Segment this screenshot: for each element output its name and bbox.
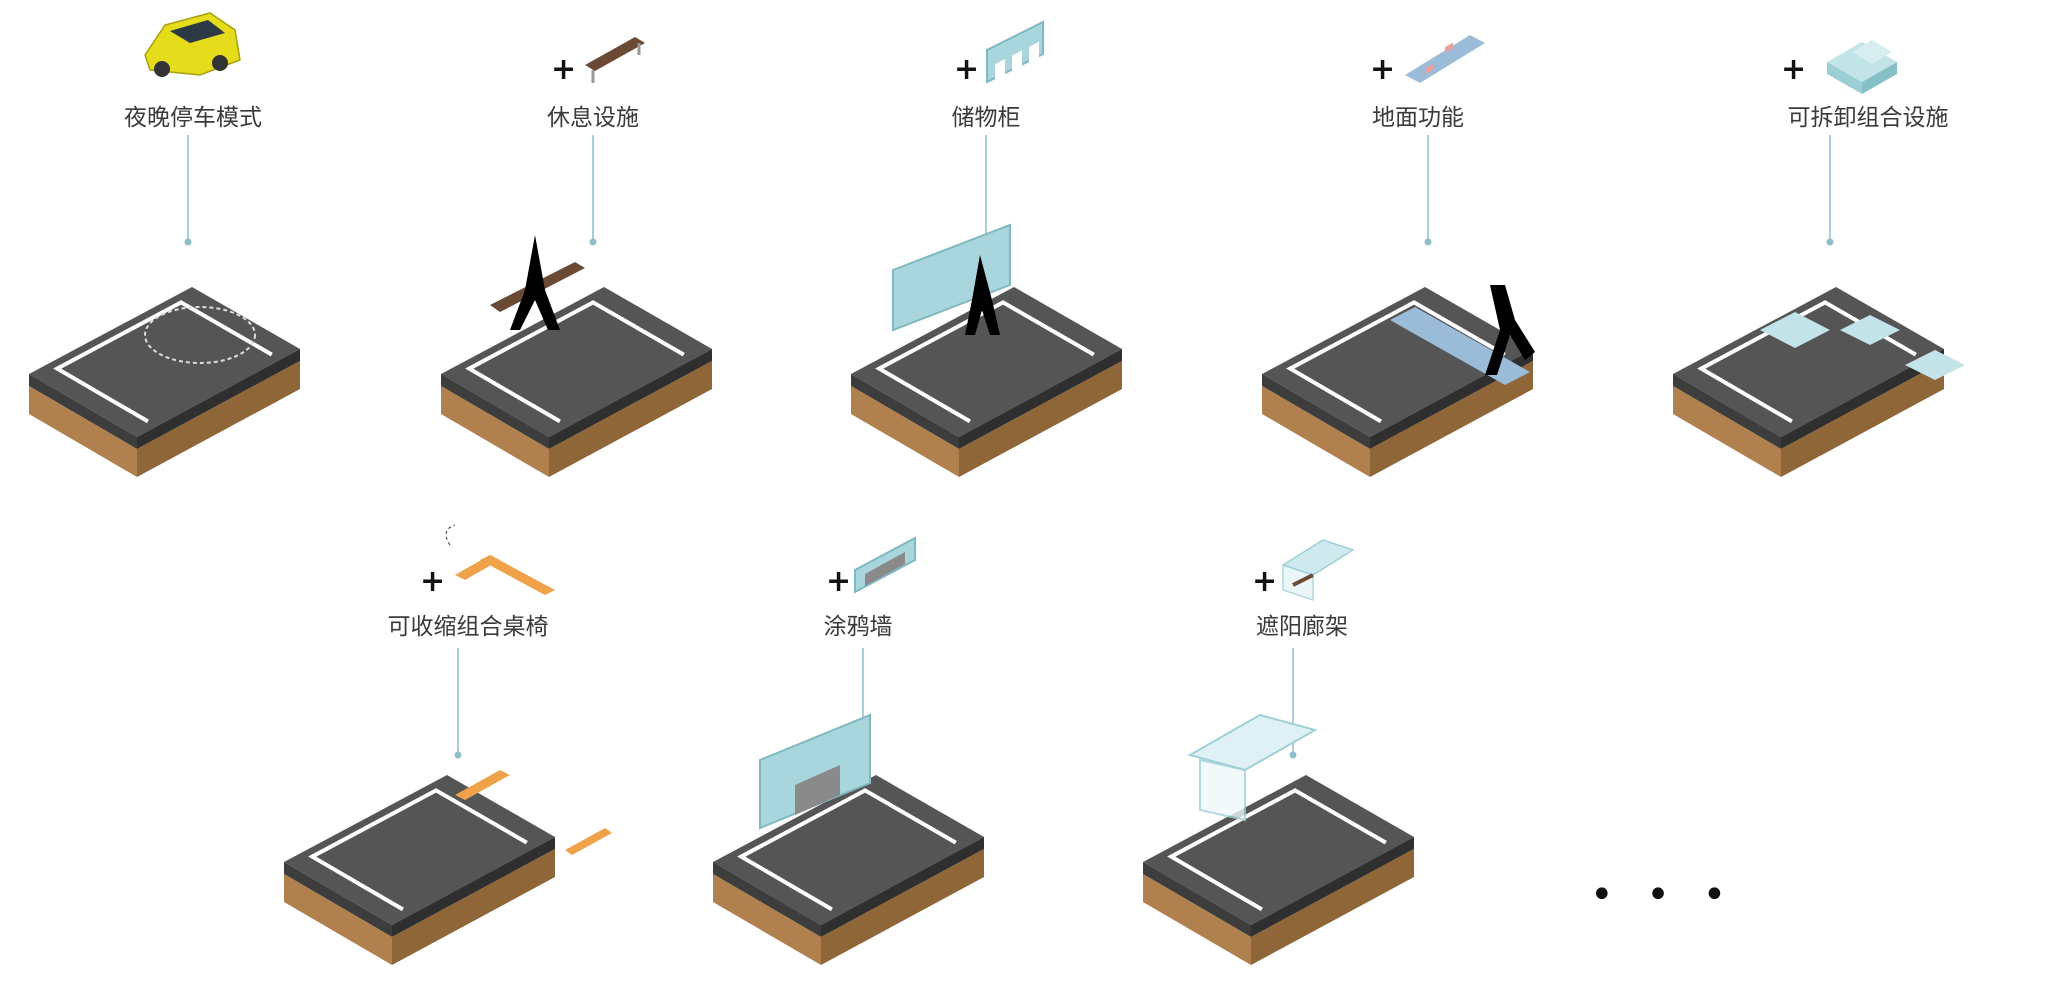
parking-platform (1262, 287, 1533, 477)
platform-side-left (441, 374, 549, 449)
person-silhouette (965, 255, 1000, 335)
platform-side-left (284, 862, 392, 937)
soil-left (284, 874, 392, 965)
parking-platform (284, 775, 555, 965)
soil-left (29, 386, 137, 477)
pavilion-wall (1199, 758, 1246, 822)
storage-cabinet (892, 223, 1011, 332)
platform-side-left (1143, 862, 1251, 937)
platform-side-left (713, 862, 821, 937)
platform-side-right (392, 837, 555, 937)
soil-right (392, 849, 555, 965)
platform-top (441, 287, 712, 437)
soil-left (441, 386, 549, 477)
soil-left (1673, 386, 1781, 477)
leader-dot (1424, 238, 1432, 246)
soil-right (137, 361, 300, 477)
leader-dot (454, 751, 462, 759)
folding-table (455, 770, 510, 800)
parking-lines (1286, 300, 1506, 424)
folding-bench (565, 828, 612, 855)
parking-platform (29, 287, 300, 477)
parking-lines (308, 788, 528, 912)
person-silhouette (510, 235, 560, 330)
leader-dot (589, 238, 597, 246)
graffiti-wall (759, 713, 871, 830)
parking-lines (465, 300, 685, 424)
platform-side-right (137, 349, 300, 449)
graffiti-panel (795, 765, 840, 815)
platform-top (1262, 287, 1533, 437)
soil-left (1143, 874, 1251, 965)
parking-platform (1143, 775, 1414, 965)
platform-top (1143, 775, 1414, 925)
platform-side-right (959, 349, 1122, 449)
car-outline (144, 306, 256, 364)
person-silhouette (1485, 285, 1535, 375)
soil-right (549, 361, 712, 477)
car-icon (144, 12, 241, 77)
soil-right (1781, 361, 1944, 477)
leader-dot (1289, 751, 1297, 759)
soil-right (821, 849, 984, 965)
platform-side-right (1781, 349, 1944, 449)
parking-platform (851, 287, 1122, 477)
soil-right (959, 361, 1122, 477)
label-night-parking: 夜晚停车模式 (124, 105, 262, 131)
platform-side-right (821, 837, 984, 937)
parking-lines (1167, 788, 1387, 912)
parking-platform (1673, 287, 1944, 477)
soil-left (851, 386, 959, 477)
platform-accessories (144, 223, 1965, 855)
soil-right (1251, 849, 1414, 965)
leader-dot (1826, 238, 1834, 246)
soil-left (713, 874, 821, 965)
platform-side-right (1251, 837, 1414, 937)
soil-left (1262, 386, 1370, 477)
seat-block (1840, 315, 1900, 345)
platform-side-left (1262, 374, 1370, 449)
parking-lines (875, 300, 1095, 424)
parking-lines (53, 300, 273, 424)
platform-side-left (851, 374, 959, 449)
parking-platform (441, 287, 712, 477)
platform-top (713, 775, 984, 925)
platform-side-left (1673, 374, 1781, 449)
leader-dot (184, 238, 192, 246)
platform-side-right (549, 349, 712, 449)
platform-top (29, 287, 300, 437)
parking-platform (713, 775, 984, 965)
platform-top (851, 287, 1122, 437)
module-night-parking: 夜晚停车模式 (0, 0, 400, 500)
platform-top (284, 775, 555, 925)
parking-lines (737, 788, 957, 912)
more-ellipsis: • • • (1590, 872, 1737, 918)
seat-block (1905, 350, 1965, 380)
platform-side-left (29, 374, 137, 449)
seat-block (1760, 312, 1830, 348)
soil-right (1370, 361, 1533, 477)
